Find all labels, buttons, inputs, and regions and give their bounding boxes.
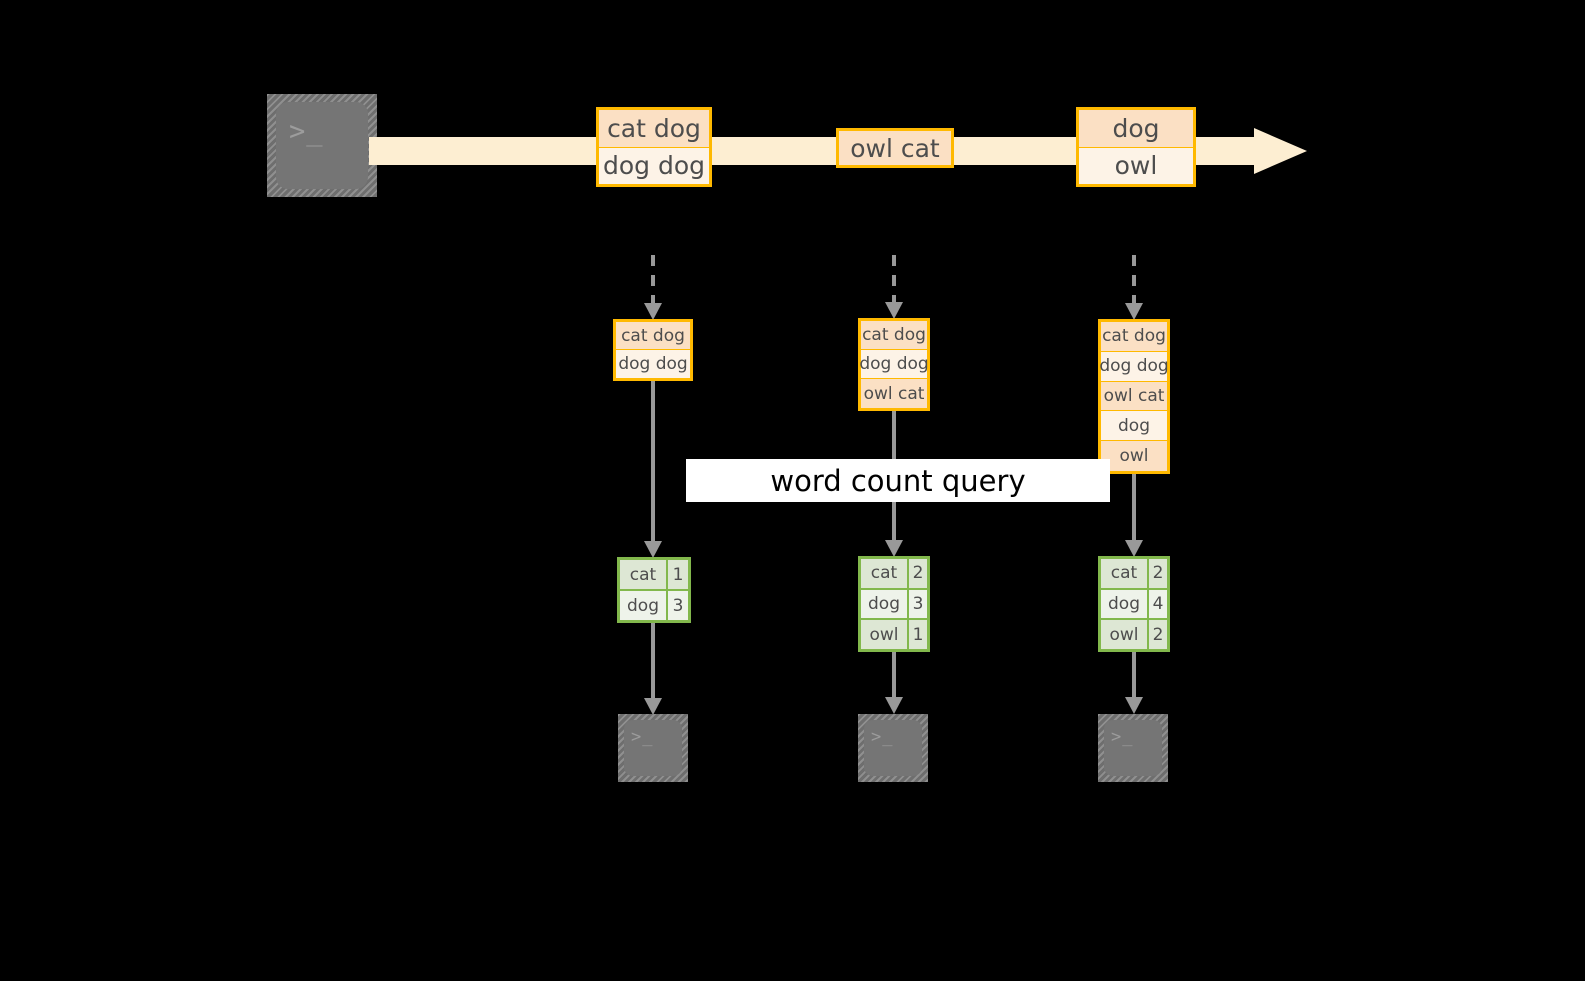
- word-cell: cat: [620, 560, 668, 589]
- table-row: owl 2: [1101, 620, 1167, 650]
- terminal-screen: [864, 720, 922, 776]
- arrowhead-icon: [644, 541, 662, 558]
- sink-terminal-1: >_: [618, 714, 688, 782]
- count-cell: 1: [668, 560, 688, 589]
- table-row: cat 1: [620, 560, 688, 591]
- arrowhead-icon: [885, 697, 903, 714]
- word-cell: owl: [861, 620, 909, 650]
- connector-line: [651, 623, 655, 698]
- count-cell: 3: [668, 591, 688, 620]
- terminal-screen: [276, 102, 368, 189]
- stream-record-3: dog owl: [1076, 107, 1196, 187]
- connector-line: [651, 255, 655, 303]
- arrowhead-icon: [885, 540, 903, 557]
- table-row: dog 3: [620, 591, 688, 620]
- snapshot-row: owl: [1101, 441, 1167, 472]
- terminal-prompt-label: >_: [1111, 727, 1134, 747]
- table-row: cat 2: [861, 559, 927, 590]
- record-row: dog dog: [599, 147, 709, 184]
- count-cell: 3: [909, 589, 927, 619]
- sink-terminal-3: >_: [1098, 714, 1168, 782]
- count-cell: 2: [1149, 559, 1167, 588]
- connector-line: [1132, 474, 1136, 540]
- terminal-prompt-label: >_: [289, 116, 324, 147]
- arrowhead-icon: [1125, 303, 1143, 320]
- snapshot-1: cat dog dog dog: [613, 319, 693, 381]
- table-row: owl 1: [861, 620, 927, 650]
- table-row: cat 2: [1101, 559, 1167, 590]
- result-table-2: cat 2 dog 3 owl 1: [858, 556, 930, 652]
- snapshot-row: cat dog: [616, 322, 690, 351]
- terminal-prompt-label: >_: [871, 727, 894, 747]
- terminal-screen: [624, 720, 682, 776]
- count-cell: 2: [909, 559, 927, 588]
- stream-arrow-head: [1254, 128, 1307, 174]
- word-cell: cat: [1101, 559, 1149, 588]
- table-row: dog 3: [861, 589, 927, 621]
- word-cell: dog: [861, 589, 909, 619]
- connector-line: [892, 255, 896, 302]
- count-cell: 4: [1149, 589, 1167, 619]
- connector-line: [1132, 652, 1136, 697]
- arrowhead-icon: [1125, 540, 1143, 557]
- sink-terminal-2: >_: [858, 714, 928, 782]
- snapshot-row: dog: [1101, 411, 1167, 442]
- snapshot-2: cat dog dog dog owl cat: [858, 318, 930, 411]
- result-table-3: cat 2 dog 4 owl 2: [1098, 556, 1170, 652]
- record-row: owl cat: [839, 131, 951, 165]
- arrowhead-icon: [1125, 697, 1143, 714]
- word-cell: cat: [861, 559, 909, 588]
- word-cell: owl: [1101, 620, 1149, 650]
- word-cell: dog: [620, 591, 668, 620]
- arrowhead-icon: [885, 302, 903, 319]
- source-terminal-icon: >_: [267, 94, 377, 197]
- record-row: owl: [1079, 147, 1193, 184]
- record-row: cat dog: [599, 110, 709, 148]
- snapshot-row: cat dog: [861, 321, 927, 351]
- snapshot-row: cat dog: [1101, 322, 1167, 352]
- arrowhead-icon: [644, 698, 662, 715]
- result-table-1: cat 1 dog 3: [617, 557, 691, 623]
- word-cell: dog: [1101, 589, 1149, 619]
- count-cell: 1: [909, 620, 927, 650]
- connector-line: [651, 381, 655, 541]
- snapshot-row: dog dog: [1099, 351, 1169, 382]
- terminal-screen: [1104, 720, 1162, 776]
- table-row: dog 4: [1101, 589, 1167, 621]
- snapshot-row: dog dog: [859, 350, 929, 380]
- arrowhead-icon: [644, 303, 662, 320]
- connector-line: [892, 652, 896, 697]
- snapshot-row: dog dog: [616, 350, 690, 378]
- snapshot-row: owl cat: [861, 379, 927, 408]
- count-cell: 2: [1149, 620, 1167, 650]
- connector-line: [1132, 255, 1136, 303]
- snapshot-3: cat dog dog dog owl cat dog owl: [1098, 319, 1170, 474]
- snapshot-row: owl cat: [1101, 381, 1167, 412]
- query-label-band: word count query: [686, 459, 1110, 502]
- terminal-prompt-label: >_: [631, 727, 654, 747]
- stream-record-1: cat dog dog dog: [596, 107, 712, 187]
- stream-record-2: owl cat: [836, 128, 954, 168]
- record-row: dog: [1079, 110, 1193, 148]
- query-label: word count query: [770, 463, 1026, 498]
